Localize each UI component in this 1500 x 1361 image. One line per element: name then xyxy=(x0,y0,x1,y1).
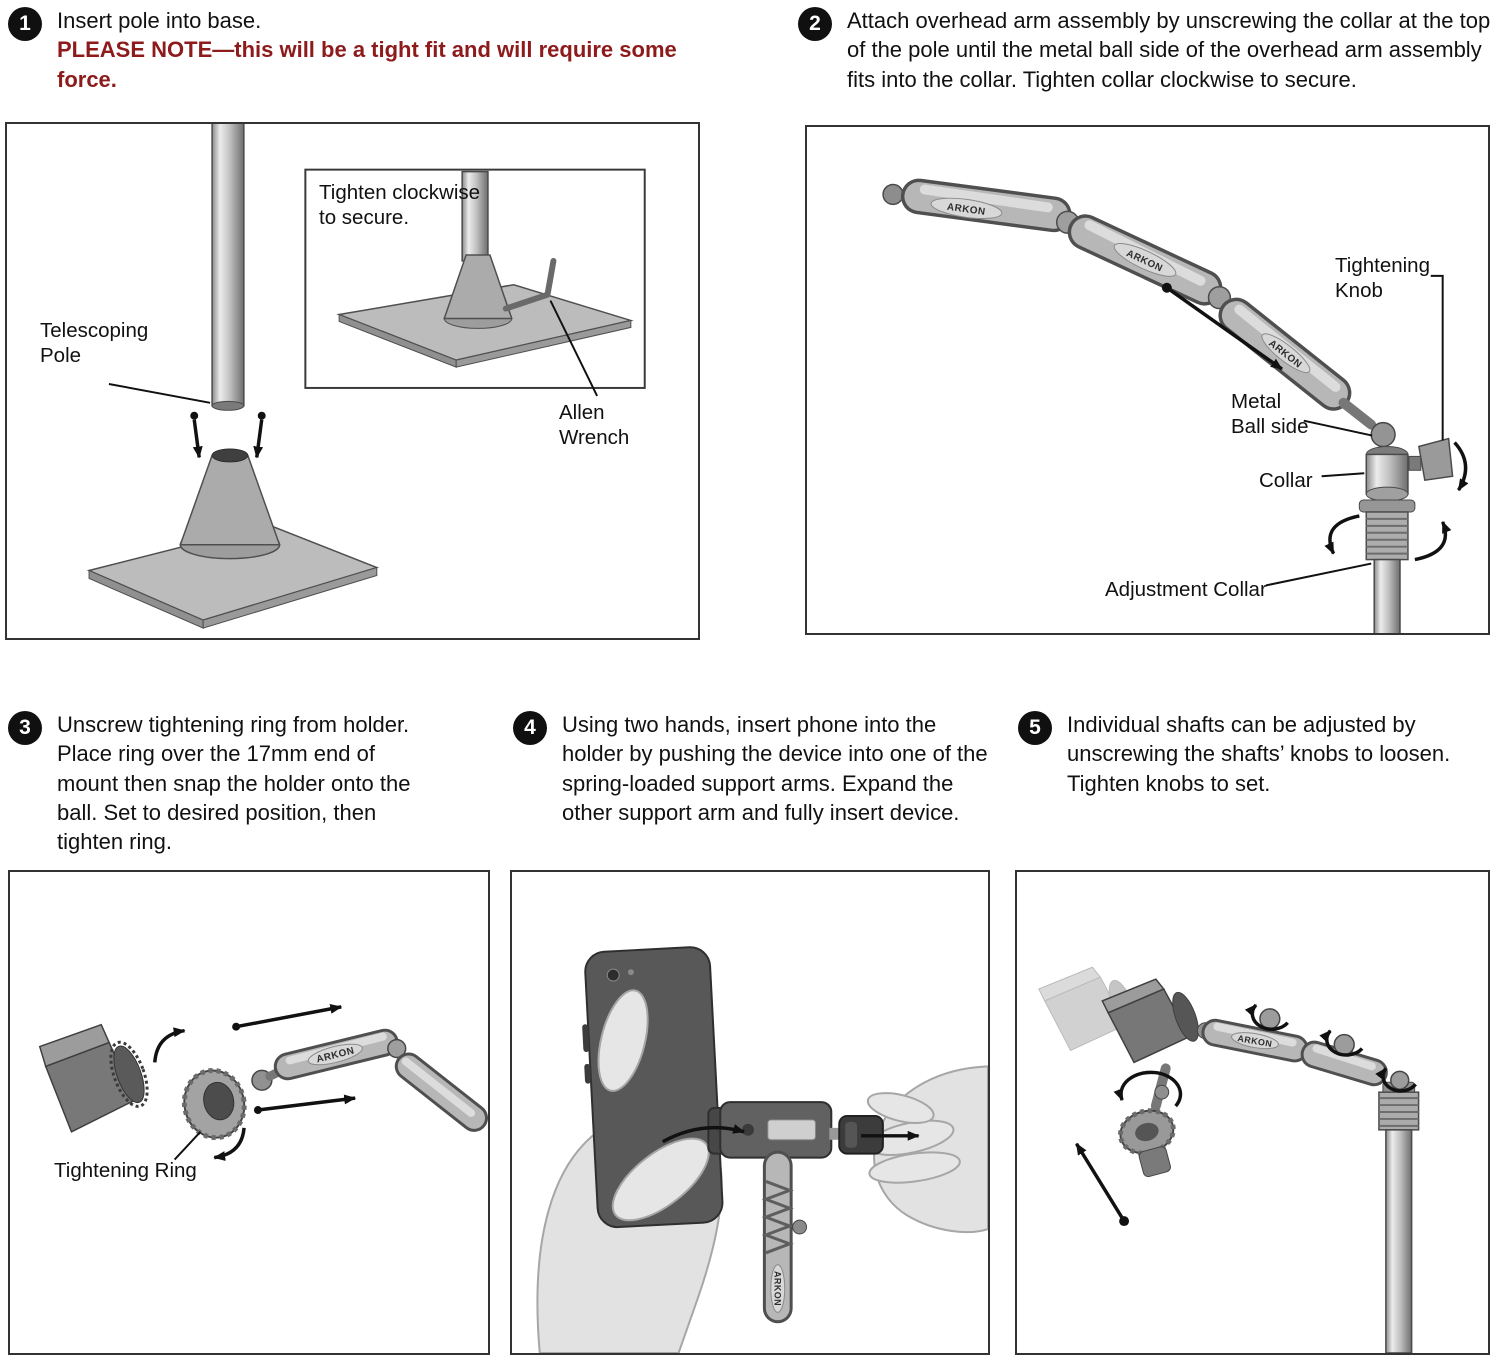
rotate-arrow-right xyxy=(1414,520,1452,562)
step-2-badge: 2 xyxy=(798,7,832,41)
figure-step-3: ARKON Tightening Ring xyxy=(8,870,490,1355)
tightening-ring-part xyxy=(181,1068,247,1141)
rotate-arrow-knob xyxy=(1453,441,1469,492)
tightening-knob-label: Tightening Knob xyxy=(1335,254,1430,302)
brand-text: ARKON xyxy=(772,1271,782,1306)
direction-arrow xyxy=(1075,1142,1130,1227)
step-4-header: 4 Using two hands, insert phone into the… xyxy=(513,710,1003,827)
step-2-header: 2 Attach overhead arm assembly by unscre… xyxy=(798,6,1498,94)
tightening-knob-pointer xyxy=(1430,274,1444,441)
ball-shaft: ARKON xyxy=(251,1028,488,1132)
ring-knob xyxy=(1117,1108,1176,1178)
step-4-badge: 4 xyxy=(513,711,547,745)
telescoping-pole-label: Telescoping Pole xyxy=(40,319,149,367)
overhead-arm-assembly: ARKON ARKON ARKON xyxy=(882,178,1396,448)
direction-arrow xyxy=(1161,282,1283,371)
allen-wrench-tool xyxy=(502,257,557,312)
metal-ball-side-label: Metal Ball side xyxy=(1231,390,1309,438)
allen-wrench-label: Allen Wrench xyxy=(559,401,630,449)
collar-label: Collar xyxy=(1259,469,1313,492)
step-3-header: 3 Unscrew tightening ring from holder. P… xyxy=(8,710,438,856)
adjustment-collar-pointer xyxy=(1265,562,1372,587)
step-5-header: 5 Individual shafts can be adjusted by u… xyxy=(1018,710,1493,798)
step-1-instruction: Insert pole into base. xyxy=(57,8,262,33)
telescoping-pole-pointer xyxy=(108,383,211,404)
direction-arrows xyxy=(213,1004,357,1161)
figure-2-illustration: ARKON ARKON ARKON xyxy=(882,178,1469,633)
collar-pointer xyxy=(1321,472,1365,478)
figure-step-4: ARKON xyxy=(510,870,990,1355)
collar-assembly xyxy=(1358,437,1454,633)
holder-mount xyxy=(38,1023,149,1133)
tightening-knob-part xyxy=(1418,437,1454,482)
step-1-note: PLEASE NOTE—this will be a tight fit and… xyxy=(57,37,677,92)
base-plate xyxy=(86,448,380,629)
step-2-instruction: Attach overhead arm assembly by unscrewi… xyxy=(847,8,1491,92)
left-finger xyxy=(597,989,649,1092)
holder xyxy=(1101,978,1199,1064)
figure-step-1: Telescoping Pole Tighten clockwise to se… xyxy=(5,122,700,640)
rotate-arrow-ring xyxy=(1113,1070,1183,1108)
rotate-arrow-left xyxy=(1324,514,1360,555)
step-5-badge: 5 xyxy=(1018,711,1052,745)
insert-arrow xyxy=(661,1124,746,1144)
figure-step-5: ARKON xyxy=(1015,870,1490,1355)
step-1-text: Insert pole into base. PLEASE NOTE—this … xyxy=(57,6,707,94)
rotate-arrow-knob-3 xyxy=(1375,1067,1417,1093)
step-1-badge: 1 xyxy=(8,7,42,41)
rotate-arrow-top xyxy=(153,1027,186,1063)
telescoping-pole xyxy=(211,124,245,411)
metal-ball xyxy=(1370,421,1396,448)
spring-shaft: ARKON xyxy=(761,1150,808,1324)
step-5-instruction: Individual shafts can be adjusted by uns… xyxy=(1067,712,1451,796)
step-3-badge: 3 xyxy=(8,711,42,745)
figure-3-illustration: ARKON xyxy=(38,1004,488,1161)
shaft-chain: ARKON xyxy=(1196,1008,1410,1090)
figure-5-illustration: ARKON xyxy=(1038,966,1420,1353)
step-1-header: 1 Insert pole into base. PLEASE NOTE—thi… xyxy=(8,6,728,94)
figure-1-illustration xyxy=(86,124,646,629)
right-hand xyxy=(866,1065,988,1234)
pole xyxy=(1378,1081,1420,1353)
insert-arrows xyxy=(190,411,266,459)
step-4-instruction: Using two hands, insert phone into the h… xyxy=(562,712,988,825)
rotate-arrow-knob-2 xyxy=(1319,1029,1364,1057)
figure-4-illustration: ARKON xyxy=(536,946,988,1353)
step-3-instruction: Unscrew tightening ring from holder. Pla… xyxy=(57,712,411,854)
rotate-arrow-knob-1 xyxy=(1244,1003,1289,1031)
adjustment-collar-label: Adjustment Collar xyxy=(1105,578,1267,601)
phone-holder-clamp xyxy=(707,1101,844,1159)
allen-wrench-pointer xyxy=(549,300,598,397)
support-arm-knob xyxy=(838,1114,884,1155)
phone-camera xyxy=(606,968,620,982)
left-thumb xyxy=(611,1137,710,1222)
pole-top xyxy=(1373,558,1401,633)
figure-step-2: ARKON ARKON ARKON xyxy=(805,125,1490,635)
tightening-ring-pointer xyxy=(173,1131,202,1161)
brand-text: ARKON xyxy=(946,202,986,218)
inset-caption-label: Tighten clockwise to secure. xyxy=(319,181,481,229)
tightening-ring-label: Tightening Ring xyxy=(54,1159,197,1182)
inset-detail xyxy=(304,168,646,389)
metal-ball-pointer xyxy=(1303,419,1373,437)
